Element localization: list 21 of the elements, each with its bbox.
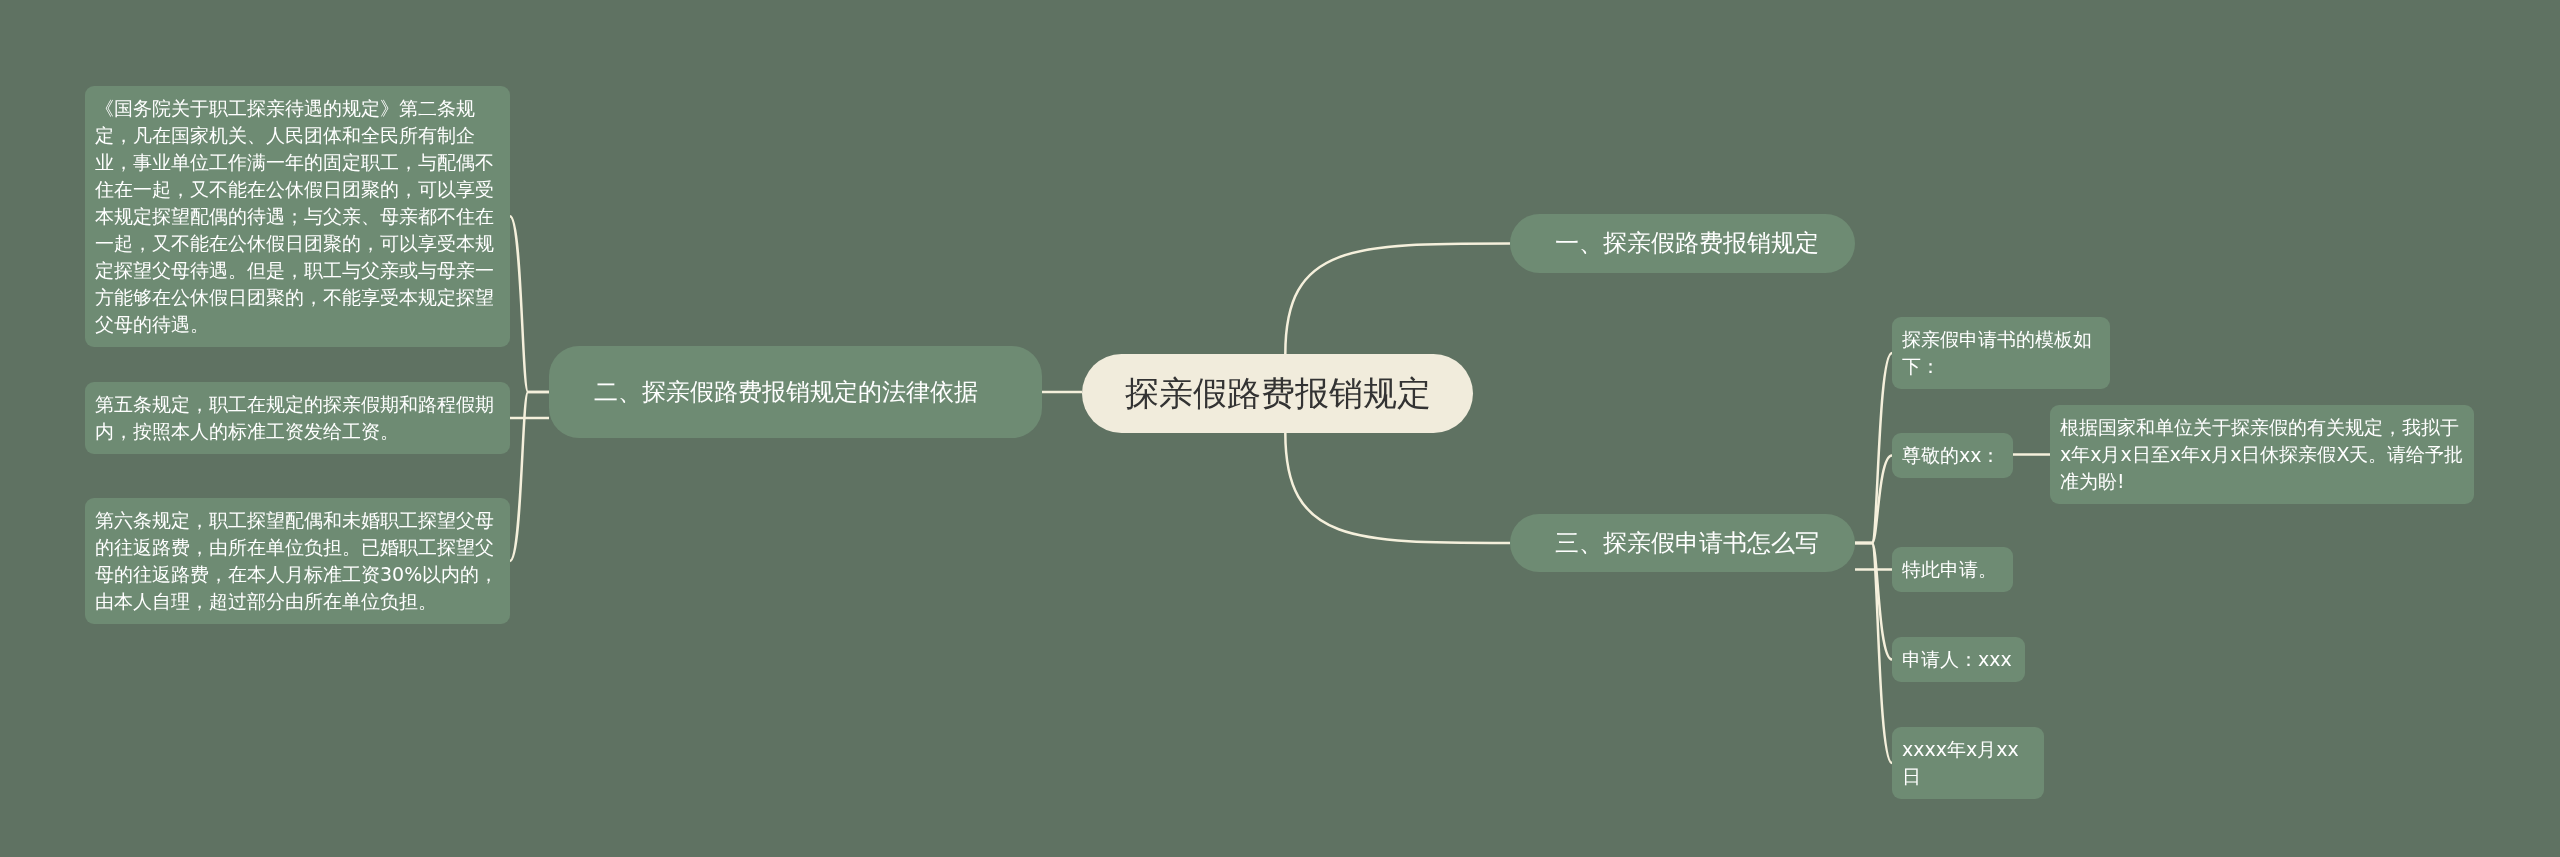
text-box: 特此申请。 [1892,547,2013,592]
connector-line [1855,568,1892,571]
central-topic: 探亲假路费报销规定 [1082,354,1473,433]
topic-box: 三、探亲假申请书怎么写 [1510,514,1855,572]
text-box: 第五条规定，职工在规定的探亲假期和路程假期内，按照本人的标准工资发给工资。 [85,382,510,454]
connector-line [1855,541,1893,764]
text-box: 《国务院关于职工探亲待遇的规定》第二条规定，凡在国家机关、人民团体和全民所有制企业，事业单位工作满一年的固定职工，与配偶不住在一起，又不能在公休假日团聚的，可以享受本规定探望配偶的待遇；与父亲、母亲都不住在一起，又不能在公休假日团聚的，可以享受本规定探望父母待遇。但是，职工与父亲或与母亲一方能够在公休假日团聚的，不能享受本规定探望父母的待遇。 [85,86,510,347]
topic-box: 二、探亲假路费报销规定的法律依据 [549,346,1042,438]
text-box: xxxx年x月xx日 [1892,727,2044,799]
text-box: 申请人：xxx [1892,637,2025,682]
topic-box: 一、探亲假路费报销规定 [1510,214,1855,273]
text-box: 尊敬的xx： [1892,433,2013,478]
connector-line [510,416,549,420]
connector-line [509,390,549,562]
connector-line [1284,432,1510,545]
text-box: 探亲假申请书的模板如下： [1892,317,2110,389]
text-box: 第六条规定，职工探望配偶和未婚职工探望父母的往返路费，由所在单位负担。已婚职工探望父母的往返路费，在本人月标准工资30%以内的，由本人自理，超过部分由所在单位负担。 [85,498,510,624]
connector-line [2013,453,2050,456]
text-box: 根据国家和单位关于探亲假的有关规定，我拟于x年x月x日至x年x月x日休探亲假X天。请给予批准为盼! [2050,405,2474,504]
connector-line [1284,242,1510,355]
connector-line [1042,390,1082,394]
